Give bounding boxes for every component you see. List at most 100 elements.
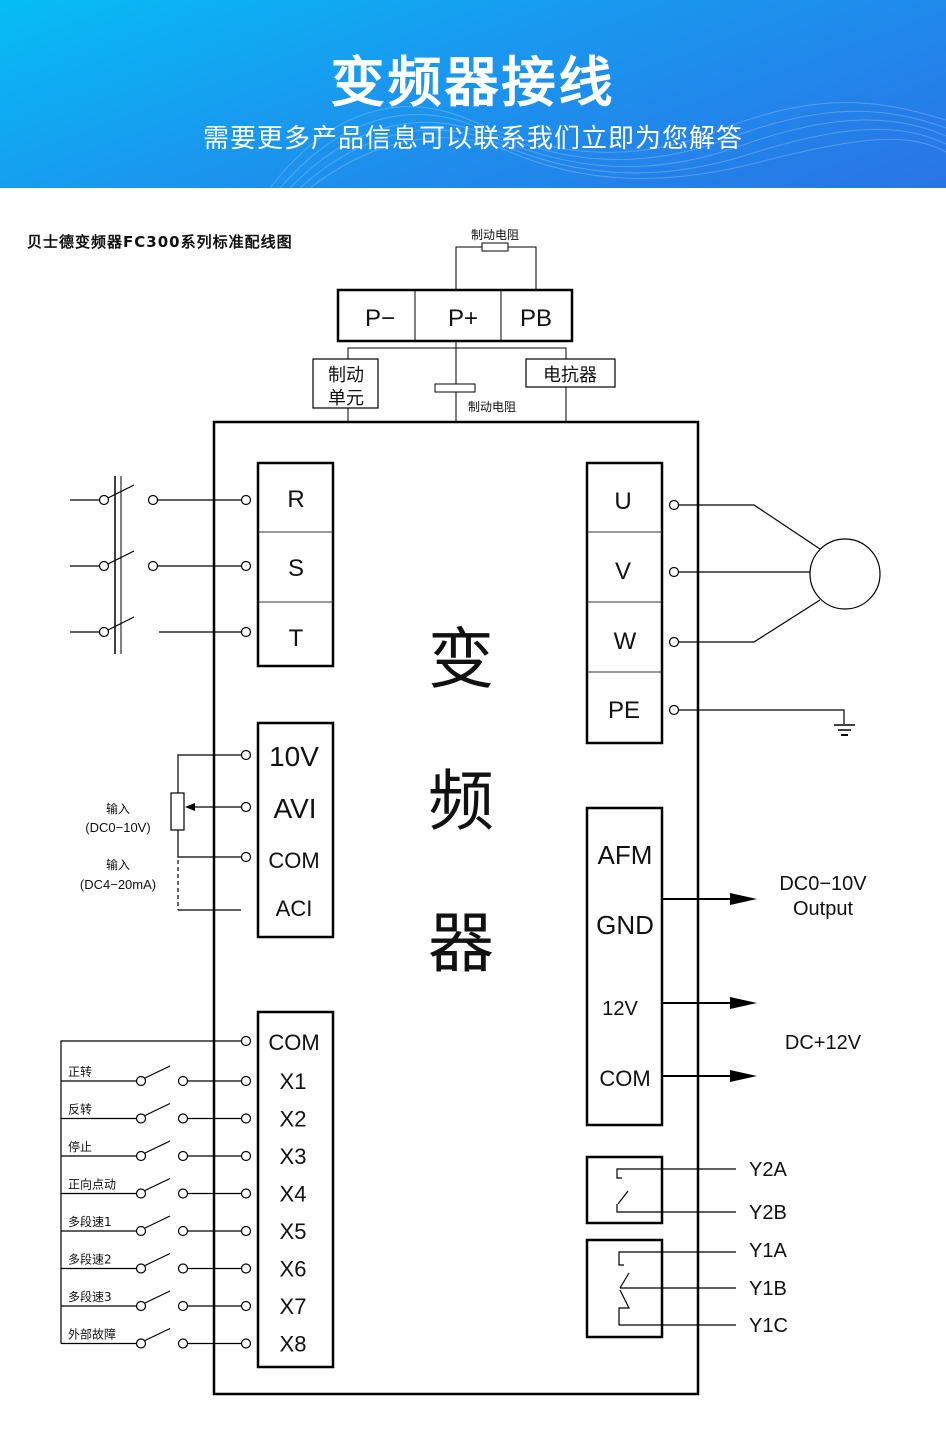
terminal-dot — [240, 1150, 252, 1162]
switch-contact-icon — [135, 1113, 147, 1124]
digital-input-block: COM — [256, 1010, 335, 1369]
brake-unit-label-1: 制动 — [328, 365, 364, 386]
input-function-label: 多段速1 — [68, 1214, 112, 1229]
terminal-y1c: Y1C — [749, 1315, 788, 1337]
switch-blade-icon — [144, 1102, 171, 1117]
terminal-dot — [240, 1263, 252, 1274]
terminal-x4: X4 — [280, 1182, 307, 1207]
current-input-label: 输入 — [106, 857, 130, 872]
switch-contact-icon — [135, 1338, 147, 1349]
center-label-1: 变 — [428, 621, 494, 698]
terminal-12v: 12V — [602, 998, 638, 1020]
motor-output-block: U V W PE — [585, 461, 664, 745]
terminal-x6: X6 — [280, 1257, 307, 1282]
terminal-s: S — [288, 555, 304, 582]
terminal-x2: X2 — [280, 1107, 307, 1132]
switch-blade-icon — [144, 1327, 171, 1342]
motor-icon — [809, 538, 881, 610]
motor-wiring — [668, 499, 845, 724]
terminal-y2b: Y2B — [749, 1202, 787, 1224]
top-resistor-label: 制动电阻 — [471, 228, 519, 242]
terminal-pb: PB — [520, 305, 552, 332]
input-function-label: 多段速2 — [68, 1252, 112, 1267]
com-rail — [60, 1040, 241, 1344]
reactor-label: 电抗器 — [543, 365, 597, 386]
terminal-p-plus: P+ — [448, 305, 478, 332]
terminal-gnd: GND — [596, 910, 654, 940]
digital-input-row: 反转 X2 — [61, 1102, 306, 1132]
terminal-dot — [240, 1075, 252, 1087]
terminal-y1a: Y1A — [749, 1240, 787, 1262]
terminal-dot — [240, 1113, 252, 1124]
diagram-title: 贝士德变频器FC300系列标准配线图 — [27, 233, 293, 251]
switch-contact-icon — [135, 1300, 147, 1312]
analog-input-block: 10V AVI COM ACI — [256, 721, 335, 939]
banner-title: 变频器接线 — [330, 51, 616, 114]
brake-unit-label-2: 单元 — [328, 388, 364, 409]
digital-input-row: 正向点动 X4 — [61, 1177, 306, 1207]
banner-subtitle: 需要更多产品信息可以联系我们立即为您解答 — [202, 124, 743, 154]
com-terminal-dot — [240, 1035, 252, 1047]
terminal-com-analog: COM — [268, 848, 319, 873]
terminal-dot — [240, 1225, 252, 1237]
relay-1 — [585, 1238, 736, 1339]
input-function-label: 外部故障 — [68, 1327, 116, 1342]
digital-input-row: 多段速1 X5 — [61, 1214, 306, 1244]
switch-blade-icon — [144, 1290, 171, 1304]
power-input-block: R S T — [256, 461, 335, 668]
breaker-icon — [70, 476, 252, 654]
terminal-x1: X1 — [280, 1069, 307, 1094]
switch-contact-icon — [135, 1263, 147, 1274]
dc-bus-accessories: 制动 单元 制动电阻 电抗器 — [312, 341, 616, 422]
switch-contact-icon — [135, 1150, 147, 1162]
terminal-avi: AVI — [273, 793, 316, 824]
switch-blade-icon — [144, 1140, 171, 1154]
digital-input-row: 多段速2 X6 — [61, 1252, 306, 1282]
input-function-label: 正转 — [68, 1064, 92, 1079]
terminal-pe: PE — [608, 697, 640, 724]
switch-blade-icon — [144, 1215, 171, 1229]
switch-blade-icon — [144, 1252, 171, 1267]
terminal-afm: AFM — [598, 840, 653, 870]
voltage-input-range: (DC0−10V) — [85, 820, 150, 835]
digital-input-row: 停止 X3 — [61, 1139, 306, 1169]
analog-output-block: AFM GND 12V COM — [585, 806, 664, 1127]
terminal-x5: X5 — [280, 1219, 307, 1244]
center-label-3: 器 — [428, 905, 494, 982]
output-label: Output — [793, 898, 853, 920]
input-function-label: 正向点动 — [68, 1177, 116, 1192]
ground-icon — [834, 724, 855, 736]
input-function-label: 停止 — [68, 1139, 92, 1154]
output-arrows — [662, 893, 757, 1082]
switch-contact-icon — [135, 1075, 147, 1087]
switch-contact-icon — [135, 1225, 147, 1237]
bottom-resistor-label: 制动电阻 — [468, 400, 516, 414]
terminal-u: U — [614, 488, 631, 515]
potentiometer-wiring — [170, 749, 252, 911]
current-input-range: (DC4−20mA) — [80, 877, 156, 892]
wiring-diagram: 贝士德变频器FC300系列标准配线图 变 频 器 P− P+ PB 制动电阻 制… — [27, 228, 881, 1396]
relay-2 — [585, 1155, 736, 1225]
terminal-dot — [240, 1338, 252, 1349]
switch-blade-icon — [144, 1065, 171, 1079]
terminal-v: V — [615, 558, 631, 585]
terminal-x3: X3 — [280, 1144, 307, 1169]
top-brake-resistor: 制动电阻 — [455, 228, 537, 290]
switch-blade-icon — [144, 1177, 171, 1192]
switch-contact-icon — [135, 1188, 147, 1199]
digital-input-row: 正转 X1 — [61, 1064, 306, 1094]
terminal-t: T — [289, 625, 304, 652]
input-function-label: 多段速3 — [68, 1289, 112, 1304]
terminal-p-minus: P− — [365, 305, 395, 332]
terminal-aci: ACI — [276, 896, 313, 921]
input-function-label: 反转 — [68, 1102, 92, 1117]
terminal-com-digital: COM — [268, 1030, 319, 1055]
terminal-com-output: COM — [599, 1066, 650, 1091]
terminal-r: R — [287, 486, 304, 513]
terminal-y1b: Y1B — [749, 1278, 787, 1300]
wave-decoration — [269, 102, 946, 188]
power-output-label: DC+12V — [785, 1032, 862, 1054]
